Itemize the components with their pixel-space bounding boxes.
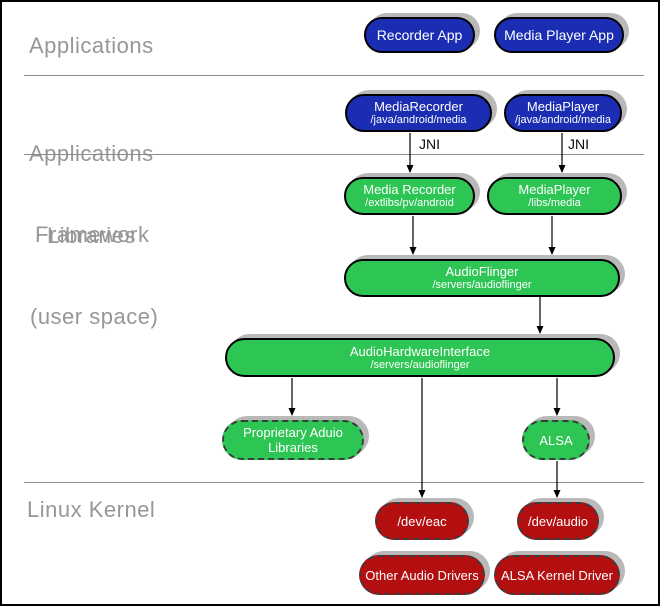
node-recorder-app: Recorder App — [364, 17, 475, 53]
node-proprietary-audio-libraries: Proprietary Aduio Libraries — [222, 420, 364, 460]
node-alsa: ALSA — [522, 420, 590, 460]
node-audio-hardware-interface: AudioHardwareInterface /servers/audiofli… — [225, 338, 615, 377]
node-dev-audio: /dev/audio — [517, 502, 599, 540]
node-audioflinger: AudioFlinger /servers/audioflinger — [344, 259, 620, 297]
node-title: MediaPlayer — [526, 99, 600, 114]
node-title: Recorder App — [376, 26, 463, 43]
layer-label-libraries: Libraries (user space) — [30, 168, 158, 384]
layer-label-applications: Applications — [29, 33, 154, 58]
layer-label-linux-kernel: Linux Kernel — [27, 497, 156, 522]
layer-label-line: Applications — [29, 141, 154, 166]
node-title: /dev/audio — [528, 513, 588, 529]
jni-label-left: JNI — [419, 136, 440, 152]
layer-label-line: Framework — [35, 222, 150, 247]
node-dev-eac: /dev/eac — [375, 502, 469, 540]
node-path: /java/android/media — [370, 114, 467, 126]
node-title: Proprietary Aduio — [243, 425, 343, 440]
node-mediarecorder-framework: MediaRecorder /java/android/media — [345, 94, 492, 132]
node-path: /libs/media — [528, 197, 581, 209]
node-path: /servers/audioflinger — [432, 279, 532, 291]
node-path: /extlibs/pv/android — [365, 197, 454, 209]
divider-applications-framework — [24, 75, 644, 76]
divider-libraries-kernel — [24, 482, 644, 483]
node-mediaplayer-framework: MediaPlayer /java/android/media — [504, 94, 622, 132]
divider-framework-libraries — [24, 154, 644, 155]
node-mediaplayer-lib: MediaPlayer /libs/media — [487, 177, 622, 215]
node-title: ALSA — [539, 432, 573, 448]
node-title: MediaRecorder — [374, 99, 463, 114]
node-title: AudioHardwareInterface — [349, 343, 491, 359]
node-title: Media Player App — [504, 26, 614, 43]
layer-label-applications-framework: Applications Framework — [29, 86, 154, 302]
node-title: AudioFlinger — [445, 264, 519, 279]
layer-label-line: (user space) — [30, 304, 159, 329]
jni-label-right: JNI — [568, 136, 589, 152]
layer-label-line: Libraries — [47, 223, 136, 248]
node-title: MediaPlayer — [518, 182, 591, 197]
node-title-line2: Libraries — [268, 440, 318, 455]
node-title: Media Recorder — [363, 182, 456, 197]
node-alsa-kernel-driver: ALSA Kernel Driver — [494, 555, 620, 595]
node-media-recorder-lib: Media Recorder /extlibs/pv/android — [344, 177, 475, 215]
node-title: Other Audio Drivers — [365, 567, 479, 583]
node-other-audio-drivers: Other Audio Drivers — [359, 555, 485, 595]
node-path: /java/android/media — [514, 114, 611, 126]
node-title: ALSA Kernel Driver — [501, 567, 613, 583]
node-path: /servers/audioflinger — [370, 358, 470, 371]
node-media-player-app: Media Player App — [494, 17, 624, 53]
node-title: /dev/eac — [397, 513, 447, 529]
